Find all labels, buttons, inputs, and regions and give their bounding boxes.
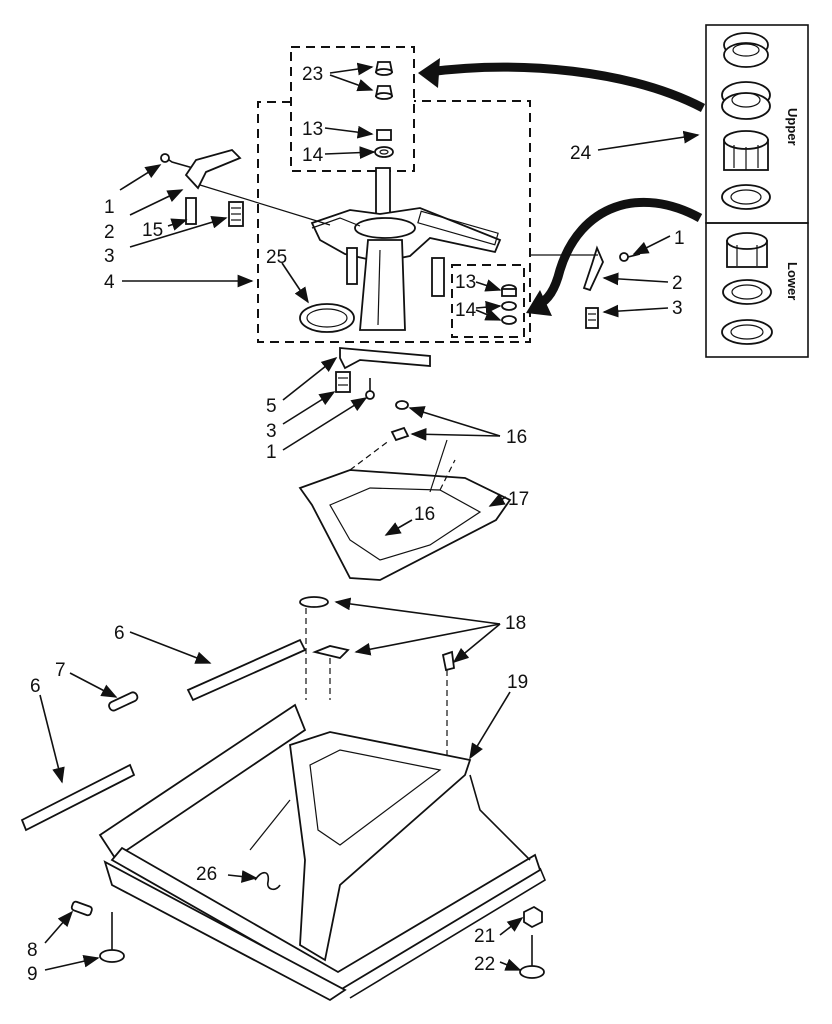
callout-15: 15 xyxy=(142,220,163,241)
callout-3-center: 3 xyxy=(266,421,277,442)
upper-seal-1 xyxy=(723,32,769,68)
upper-kit-label: Upper xyxy=(785,108,800,146)
lower-kit-box: Lower xyxy=(705,222,809,358)
callout-6-upper: 6 xyxy=(114,623,125,644)
lower-kit-label: Lower xyxy=(785,262,800,300)
callout-23: 23 xyxy=(302,64,323,85)
right-clamp-parts xyxy=(530,245,641,329)
upper-bearing xyxy=(723,130,769,171)
part-19-base-frame xyxy=(98,703,547,1002)
callout-21: 21 xyxy=(474,926,495,947)
lower-bearing-parts xyxy=(501,284,517,325)
part-25-seal xyxy=(299,303,355,333)
callout-1-left: 1 xyxy=(104,197,115,218)
callout-14-lower: 14 xyxy=(455,300,477,321)
lower-bearing xyxy=(726,232,768,268)
callout-25: 25 xyxy=(266,247,287,268)
part-5-bracket xyxy=(335,347,431,400)
callout-4: 4 xyxy=(104,272,115,293)
lower-seal xyxy=(722,279,772,305)
upper-kit-box: Upper xyxy=(705,24,809,224)
callout-22: 22 xyxy=(474,954,495,975)
transmission-dashed-box xyxy=(257,100,531,343)
callout-9: 9 xyxy=(27,964,38,985)
callout-1-right: 1 xyxy=(674,228,685,249)
callout-18: 18 xyxy=(505,613,526,634)
callout-7: 7 xyxy=(55,660,66,681)
lower-kit-arrow xyxy=(535,197,703,310)
upper-seal-2 xyxy=(721,81,771,120)
callout-1-center: 1 xyxy=(266,442,277,463)
callout-26: 26 xyxy=(196,864,217,885)
part-17-base-plate xyxy=(298,439,512,581)
part-6-rails xyxy=(20,638,307,832)
leveling-feet xyxy=(70,900,545,979)
callout-3-left: 3 xyxy=(104,246,115,267)
callout-13-top: 13 xyxy=(302,119,323,140)
callout-3-right: 3 xyxy=(672,298,683,319)
callout-24: 24 xyxy=(570,143,592,164)
lower-ring xyxy=(721,319,773,345)
callout-6-lower: 6 xyxy=(30,676,41,697)
upper-ring xyxy=(721,184,771,210)
left-clamp-parts xyxy=(160,148,331,227)
callout-16-top: 16 xyxy=(506,427,527,448)
callout-19: 19 xyxy=(507,672,528,693)
callout-16-center: 16 xyxy=(414,504,435,525)
lower-bearing-dashed-box xyxy=(451,264,525,338)
callout-5: 5 xyxy=(266,396,277,417)
callout-13-lower: 13 xyxy=(455,272,476,293)
callout-14-top: 14 xyxy=(302,145,324,166)
callout-8: 8 xyxy=(27,940,38,961)
callout-2-left: 2 xyxy=(104,222,115,243)
upper-bearing-parts xyxy=(374,61,394,158)
callout-17: 17 xyxy=(508,489,529,510)
part-18-pieces xyxy=(299,596,455,760)
leader-lines xyxy=(39,62,700,971)
upper-kit-arrow xyxy=(427,62,706,112)
callout-2-right: 2 xyxy=(672,273,683,294)
top-parts-dashed-box xyxy=(290,46,415,172)
transmission-assembly xyxy=(310,167,502,331)
callout-labels: 23 13 14 24 1 2 15 3 4 25 1 2 3 13 14 5 … xyxy=(27,64,685,985)
